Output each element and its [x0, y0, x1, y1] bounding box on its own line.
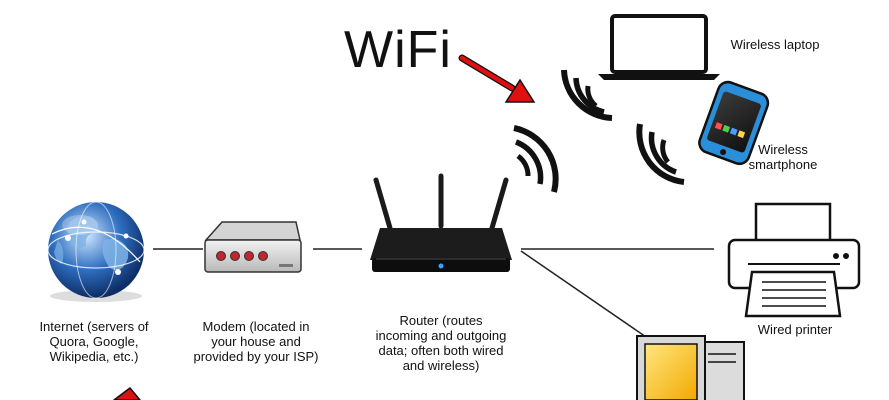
smartphone-icon	[698, 80, 770, 166]
laptop-label: Wireless laptop	[730, 37, 820, 52]
desktop-computer-icon	[636, 335, 745, 400]
wifi-signal-icon	[513, 69, 685, 193]
modem-led	[258, 251, 268, 261]
modem-label: Modem (located in your house and provide…	[193, 319, 319, 364]
modem-led	[244, 251, 254, 261]
router-label: Router (routes incoming and outgoing dat…	[375, 313, 507, 373]
router-led	[438, 263, 444, 269]
laptop-icon	[598, 14, 720, 80]
router-desktop-link	[520, 250, 666, 351]
printer-label: Wired printer	[757, 322, 833, 337]
modem-icon	[204, 221, 302, 273]
smartphone-label: Wireless smartphone	[748, 142, 818, 172]
diagram-title: WiFi	[344, 21, 452, 79]
router-icon	[370, 173, 512, 272]
internet-label: Internet (servers of Quora, Google, Wiki…	[39, 319, 149, 364]
modem-led	[230, 251, 240, 261]
printer-icon	[727, 202, 861, 318]
connections	[153, 248, 714, 351]
arrow-icon	[112, 386, 141, 400]
arrow-icon	[458, 54, 536, 103]
modem-led	[216, 251, 226, 261]
globe-icon	[47, 201, 145, 302]
